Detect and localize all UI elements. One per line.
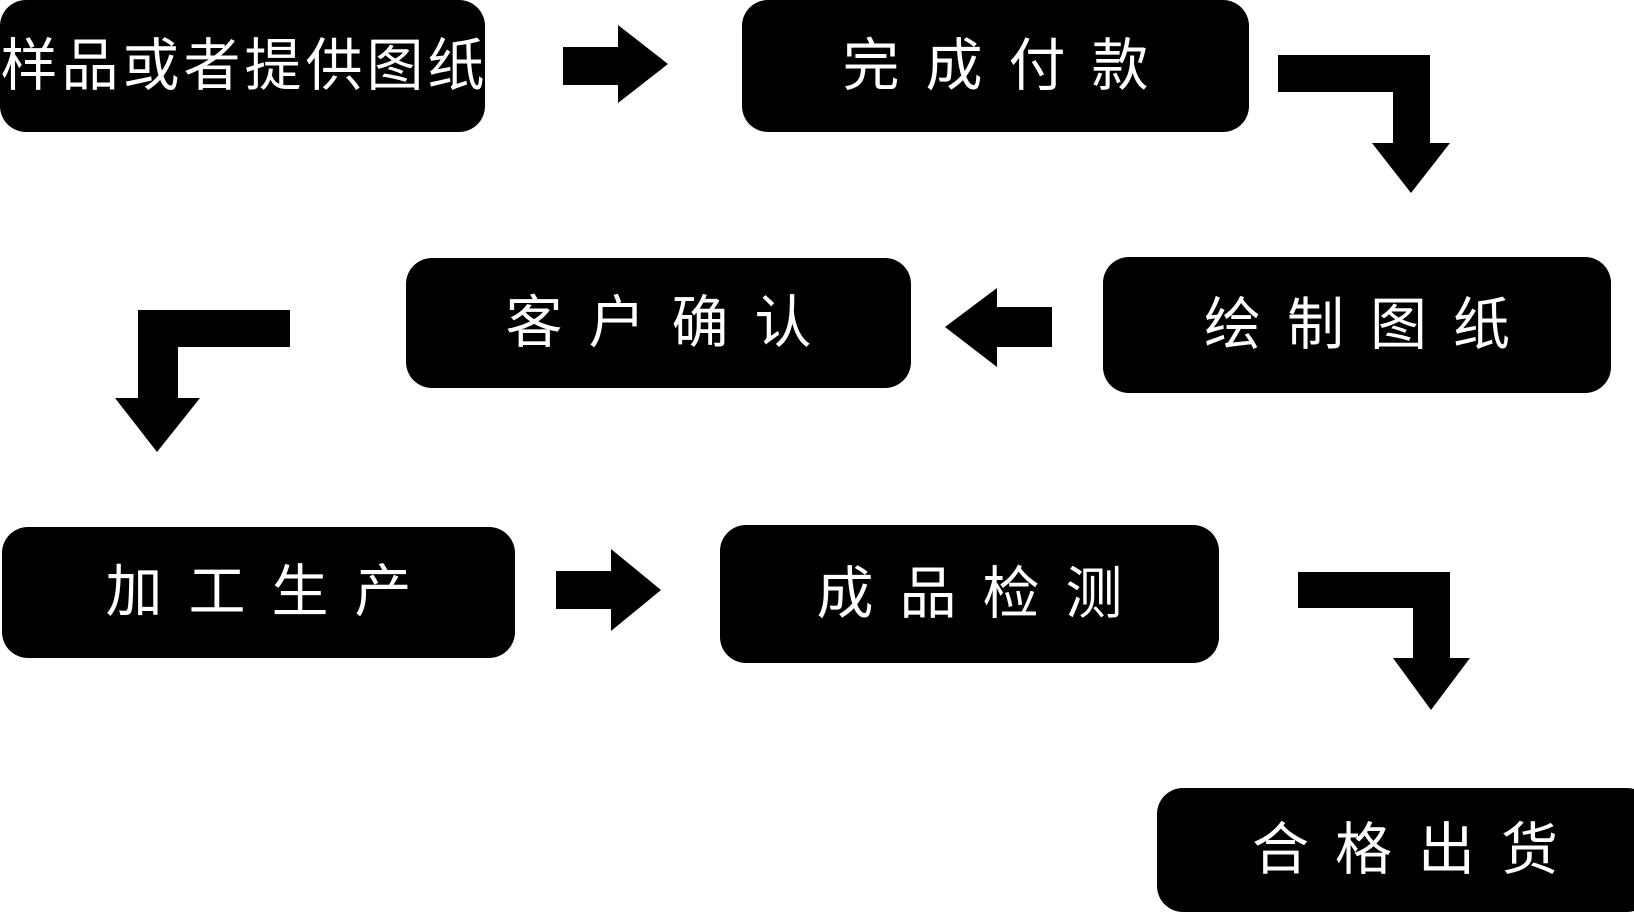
arrow-confirm-to-production xyxy=(115,310,290,452)
node-processing-production-label: 加工生产 xyxy=(105,559,438,625)
arrow-drawing-to-confirm xyxy=(945,288,1052,367)
node-finished-product-inspection-label: 成品检测 xyxy=(816,560,1149,627)
node-finished-product-inspection: 成品检测 xyxy=(720,525,1219,663)
arrow-sample-to-payment xyxy=(563,25,668,103)
node-sample-or-drawing: 样品或者提供图纸 xyxy=(0,0,485,132)
node-customer-confirm: 客户确认 xyxy=(406,258,911,388)
node-draw-drawings-label: 绘制图纸 xyxy=(1204,291,1536,358)
node-qualified-shipment-label: 合格出货 xyxy=(1252,816,1584,883)
arrow-production-to-inspection xyxy=(556,549,661,631)
node-draw-drawings: 绘制图纸 xyxy=(1103,257,1611,393)
node-complete-payment: 完成付款 xyxy=(742,0,1249,132)
node-processing-production: 加工生产 xyxy=(2,527,515,658)
node-qualified-shipment: 合格出货 xyxy=(1157,788,1634,912)
arrow-inspection-to-shipment xyxy=(1298,572,1470,710)
node-customer-confirm-label: 客户确认 xyxy=(505,289,838,356)
arrow-payment-to-drawing xyxy=(1278,55,1450,193)
node-sample-or-drawing-label: 样品或者提供图纸 xyxy=(0,32,489,99)
node-complete-payment-label: 完成付款 xyxy=(842,32,1175,99)
